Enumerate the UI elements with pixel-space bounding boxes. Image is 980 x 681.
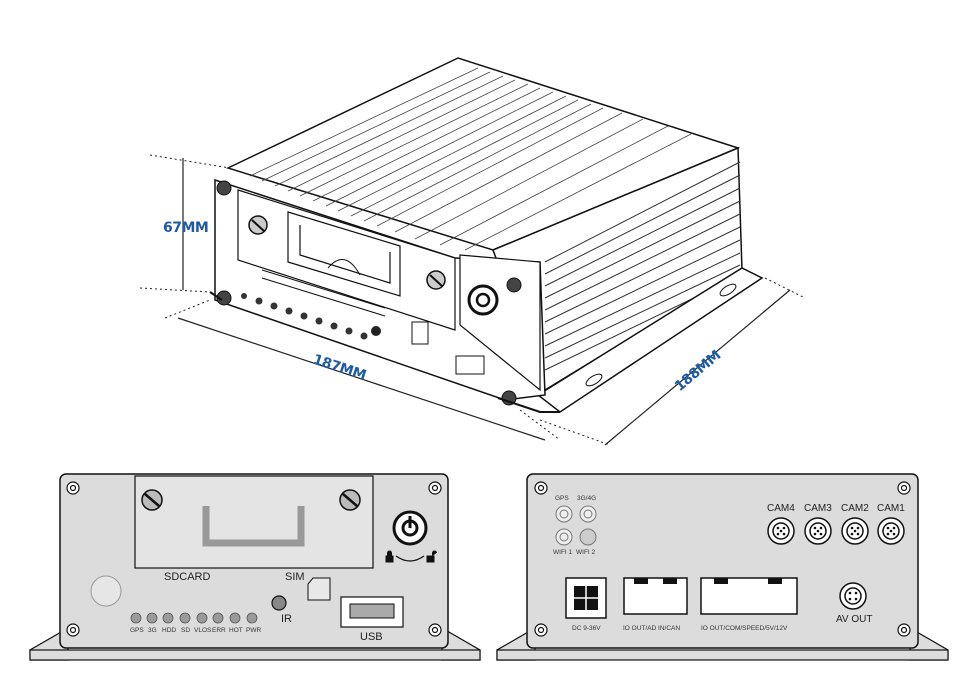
lock-icon — [385, 550, 394, 563]
width-line — [177, 317, 546, 441]
rear-panel-view: GPS 3G/4G WIFI 1 WIFI 2 CAM4 CAM3 CAM2 C… — [496, 473, 949, 661]
led-label-pwr: PWR — [246, 627, 261, 634]
sim-label: SIM — [285, 571, 305, 583]
av-out-connector — [839, 582, 867, 610]
corner-screws — [66, 481, 442, 637]
cam2-label: CAM2 — [841, 503, 869, 514]
corner-foot — [216, 290, 232, 306]
unlock-icon — [426, 550, 437, 563]
antenna-connectors — [555, 505, 597, 546]
dimension-height: 67MM — [163, 220, 208, 236]
led-label-hdd: HDD — [162, 627, 176, 634]
flange-slot — [585, 373, 603, 387]
corner-screws — [534, 481, 911, 637]
isometric-view: 67MM 187MM 188MM — [139, 57, 806, 446]
key-lock — [385, 510, 437, 563]
sd-handle — [299, 225, 391, 284]
led-label-hot: HOT — [229, 627, 243, 634]
antenna-label-3g4g: 3G/4G — [577, 495, 596, 502]
led-row — [241, 293, 381, 340]
sim-slot — [411, 321, 429, 345]
sim-slot — [307, 577, 331, 601]
cam1-label: CAM1 — [877, 503, 905, 514]
dimension-depth: 188MM — [672, 348, 724, 395]
antenna-label-gps: GPS — [555, 495, 569, 502]
sd-handle — [202, 506, 305, 547]
side-fins — [544, 161, 741, 371]
corner-foot — [506, 277, 522, 293]
sd-card-door — [287, 211, 401, 297]
status-leds — [130, 612, 258, 624]
top-fins — [249, 67, 694, 251]
dimension-width: 187MM — [311, 352, 368, 384]
led-label-sd: SD — [181, 627, 190, 634]
ir-sensor-window — [90, 575, 122, 607]
av-out-label: AV OUT — [836, 614, 872, 625]
antenna-label-wifi2: WIFI 2 — [576, 549, 596, 556]
antenna-label-wifi1: WIFI 1 — [553, 549, 573, 556]
cam4-label: CAM4 — [767, 503, 795, 514]
camera-connectors — [767, 517, 905, 545]
sd-card-door — [134, 475, 374, 569]
usb-label: USB — [360, 631, 383, 643]
led-label-3g: 3G — [148, 627, 157, 634]
sd-card-label: SDCARD — [164, 571, 211, 583]
io-connector-1 — [623, 577, 688, 615]
led-labels: GPS 3G HDD SD VLOS ERR HOT PWR — [130, 627, 261, 634]
connector-pins — [776, 526, 896, 536]
usb-slot — [455, 355, 485, 375]
ir-label: IR — [281, 613, 292, 625]
led-label-gps: GPS — [130, 627, 144, 634]
dc-label: DC 9-36V — [572, 625, 601, 632]
cam3-label: CAM3 — [804, 503, 832, 514]
dimension-lines — [139, 154, 806, 446]
led-label-err: ERR — [212, 627, 226, 634]
flange-slot — [719, 283, 737, 297]
led-label-vlos: VLOS — [194, 627, 212, 634]
key-lock — [467, 284, 499, 316]
corner-foot — [216, 180, 232, 196]
front-panel-view: SDCARD SIM IR USB — [29, 473, 481, 661]
io2-label: IO OUT/COM/SPEED/5V/12V — [701, 625, 788, 632]
ir-receiver — [271, 595, 287, 611]
io1-label: IO OUT/AD IN/CAN — [623, 625, 680, 632]
depth-line — [604, 289, 791, 446]
